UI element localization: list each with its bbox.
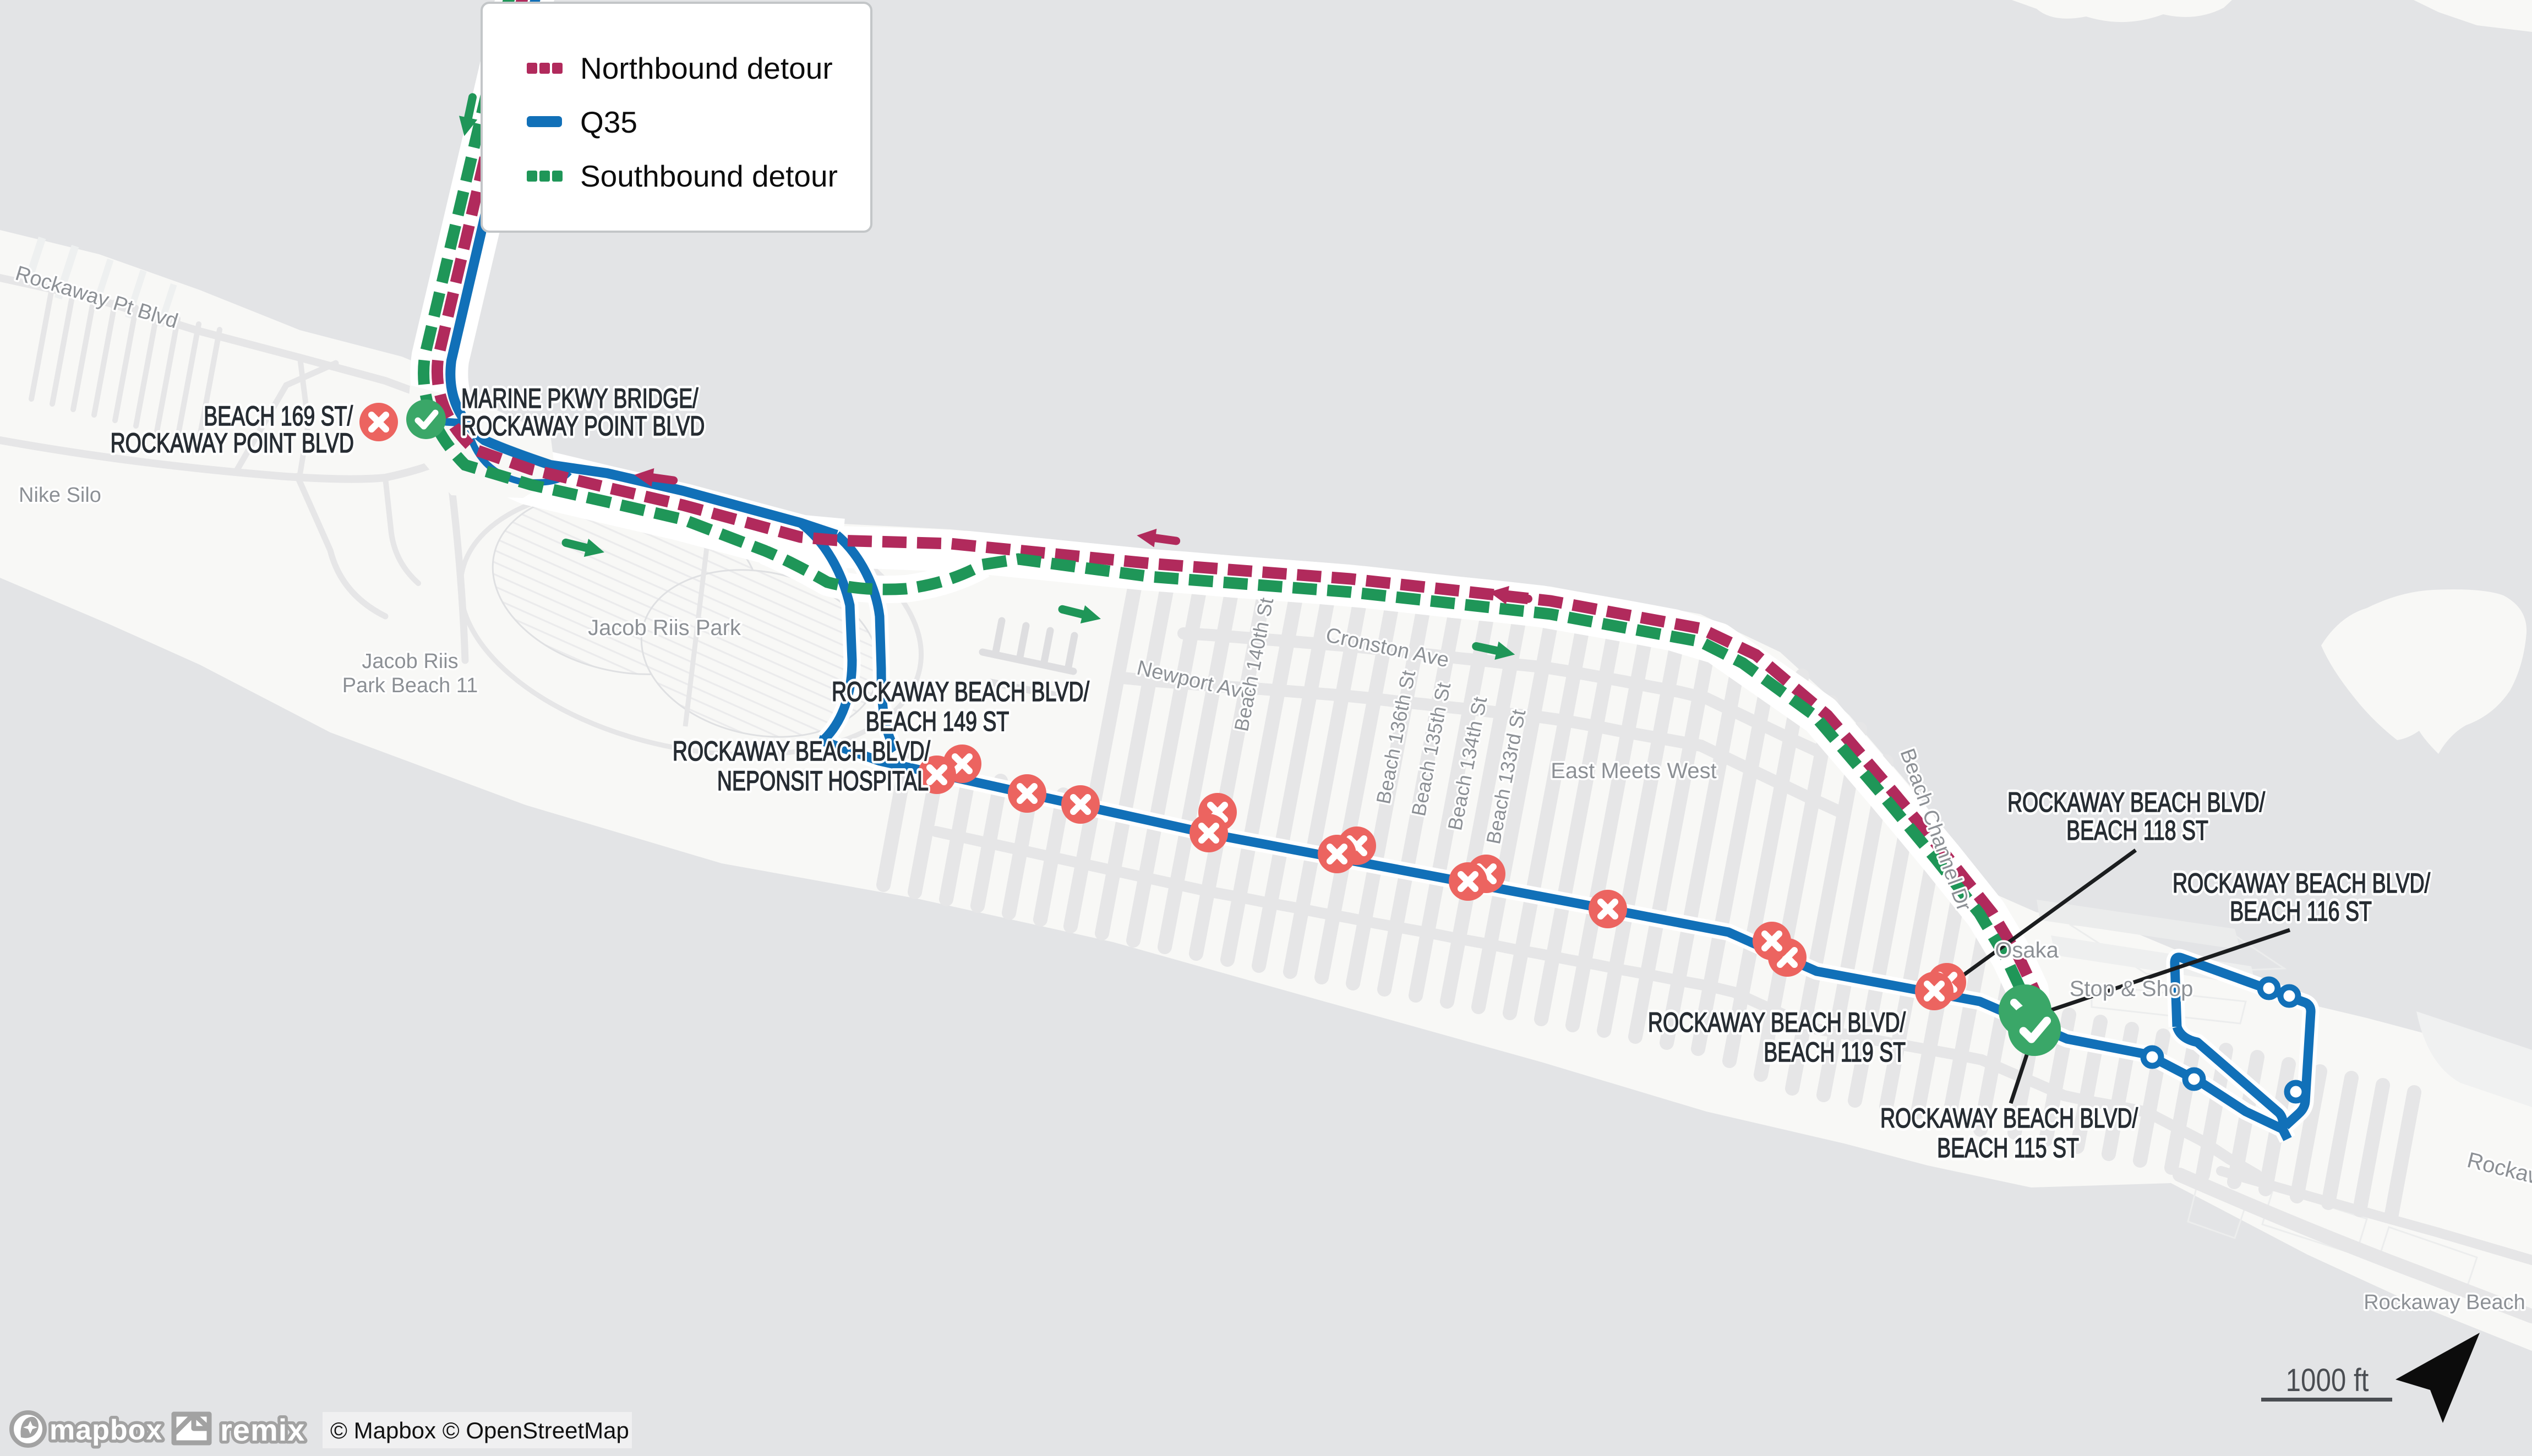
svg-text:Q35: Q35 bbox=[580, 105, 637, 139]
svg-text:MARINE PKWY BRIDGE/: MARINE PKWY BRIDGE/ bbox=[461, 384, 699, 414]
svg-text:Osaka: Osaka bbox=[1995, 938, 2059, 962]
svg-text:BEACH 116 ST: BEACH 116 ST bbox=[2230, 896, 2372, 927]
svg-text:Jacob Riis: Jacob Riis bbox=[362, 650, 458, 673]
svg-text:Rockaway Beach: Rockaway Beach bbox=[2364, 1291, 2525, 1314]
svg-text:Jacob Riis: Jacob Riis bbox=[362, 650, 458, 673]
svg-text:BEACH 116 ST: BEACH 116 ST bbox=[2230, 896, 2372, 927]
svg-text:BEACH 118 ST: BEACH 118 ST bbox=[2066, 815, 2208, 846]
svg-text:ROCKAWAY BEACH BLVD/: ROCKAWAY BEACH BLVD/ bbox=[2007, 787, 2266, 818]
svg-text:ROCKAWAY POINT BLVD: ROCKAWAY POINT BLVD bbox=[111, 428, 354, 458]
svg-text:ROCKAWAY BEACH BLVD/: ROCKAWAY BEACH BLVD/ bbox=[2173, 868, 2431, 899]
svg-text:ROCKAWAY POINT BLVD: ROCKAWAY POINT BLVD bbox=[111, 428, 354, 458]
svg-text:1000 ft: 1000 ft bbox=[2286, 1362, 2369, 1398]
svg-text:ROCKAWAY BEACH BLVD/: ROCKAWAY BEACH BLVD/ bbox=[2173, 868, 2431, 899]
svg-text:Stop & Shop: Stop & Shop bbox=[2070, 977, 2193, 1001]
svg-text:ROCKAWAY BEACH BLVD/: ROCKAWAY BEACH BLVD/ bbox=[1648, 1008, 1906, 1038]
svg-text:Northbound detour: Northbound detour bbox=[580, 51, 833, 85]
svg-text:NEPONSIT HOSPITAL: NEPONSIT HOSPITAL bbox=[717, 766, 929, 796]
svg-text:NEPONSIT HOSPITAL: NEPONSIT HOSPITAL bbox=[717, 766, 929, 796]
svg-text:BEACH 149 ST: BEACH 149 ST bbox=[866, 707, 1009, 737]
svg-text:ROCKAWAY BEACH BLVD/: ROCKAWAY BEACH BLVD/ bbox=[673, 736, 931, 767]
svg-text:Southbound detour: Southbound detour bbox=[580, 159, 838, 193]
svg-text:Park Beach 11: Park Beach 11 bbox=[342, 674, 478, 697]
svg-text:East Meets West: East Meets West bbox=[1551, 759, 1717, 783]
svg-text:ROCKAWAY BEACH BLVD/: ROCKAWAY BEACH BLVD/ bbox=[1880, 1103, 2138, 1134]
svg-text:mapbox: mapbox bbox=[50, 1414, 162, 1446]
svg-text:Stop & Shop: Stop & Shop bbox=[2070, 977, 2193, 1001]
svg-text:Park Beach 11: Park Beach 11 bbox=[342, 674, 478, 697]
svg-text:ROCKAWAY BEACH BLVD/: ROCKAWAY BEACH BLVD/ bbox=[832, 677, 1090, 707]
svg-text:ROCKAWAY POINT BLVD: ROCKAWAY POINT BLVD bbox=[461, 411, 705, 441]
svg-text:ROCKAWAY BEACH BLVD/: ROCKAWAY BEACH BLVD/ bbox=[673, 736, 931, 767]
svg-text:Jacob Riis Park: Jacob Riis Park bbox=[588, 616, 741, 640]
svg-text:Rockaway Beach: Rockaway Beach bbox=[2364, 1291, 2525, 1314]
svg-text:ROCKAWAY BEACH BLVD/: ROCKAWAY BEACH BLVD/ bbox=[1648, 1008, 1906, 1038]
svg-text:BEACH 149 ST: BEACH 149 ST bbox=[866, 707, 1009, 737]
svg-text:BEACH 169 ST/: BEACH 169 ST/ bbox=[204, 401, 353, 431]
svg-text:Nike Silo: Nike Silo bbox=[19, 484, 101, 507]
svg-text:© Mapbox © OpenStreetMap: © Mapbox © OpenStreetMap bbox=[330, 1417, 629, 1443]
svg-text:Nike Silo: Nike Silo bbox=[19, 484, 101, 507]
svg-text:ROCKAWAY BEACH BLVD/: ROCKAWAY BEACH BLVD/ bbox=[1880, 1103, 2138, 1134]
svg-text:remix: remix bbox=[220, 1413, 305, 1447]
svg-text:East Meets West: East Meets West bbox=[1551, 759, 1717, 783]
svg-text:BEACH 119 ST: BEACH 119 ST bbox=[1764, 1037, 1906, 1068]
svg-text:BEACH 115 ST: BEACH 115 ST bbox=[1937, 1133, 2079, 1163]
svg-text:ROCKAWAY BEACH BLVD/: ROCKAWAY BEACH BLVD/ bbox=[832, 677, 1090, 707]
svg-text:BEACH 169 ST/: BEACH 169 ST/ bbox=[204, 401, 353, 431]
svg-text:Jacob Riis Park: Jacob Riis Park bbox=[588, 616, 741, 640]
svg-text:BEACH 115 ST: BEACH 115 ST bbox=[1937, 1133, 2079, 1163]
svg-text:Osaka: Osaka bbox=[1995, 938, 2059, 962]
svg-text:ROCKAWAY POINT BLVD: ROCKAWAY POINT BLVD bbox=[461, 411, 705, 441]
svg-text:MARINE PKWY BRIDGE/: MARINE PKWY BRIDGE/ bbox=[461, 384, 699, 414]
svg-text:ROCKAWAY BEACH BLVD/: ROCKAWAY BEACH BLVD/ bbox=[2007, 787, 2266, 818]
svg-text:BEACH 119 ST: BEACH 119 ST bbox=[1764, 1037, 1906, 1068]
svg-text:BEACH 118 ST: BEACH 118 ST bbox=[2066, 815, 2208, 846]
